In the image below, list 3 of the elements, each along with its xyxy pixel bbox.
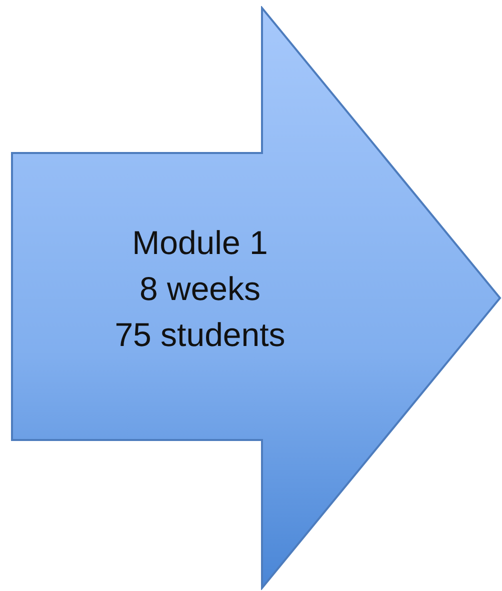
arrow-text: 8 weeks [139,269,261,309]
arrow-text: Module 1 [132,223,268,263]
arrow-text: 75 students [114,315,286,355]
